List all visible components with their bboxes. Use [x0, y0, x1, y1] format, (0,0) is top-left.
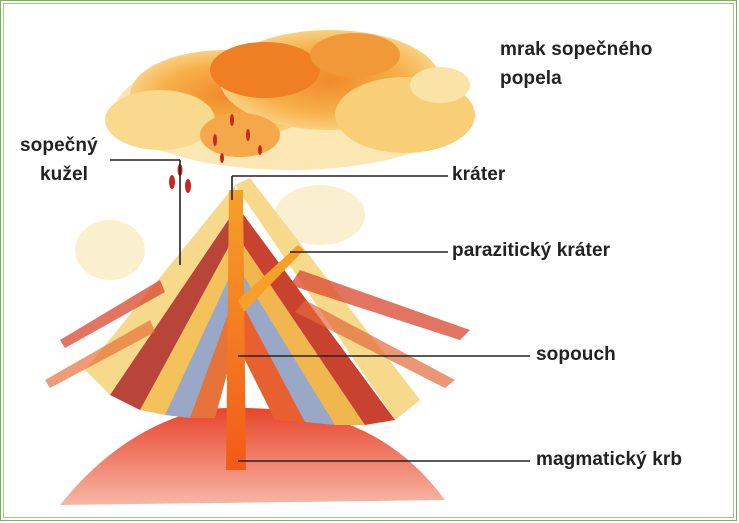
label-ash-cloud-2: popela [500, 67, 562, 90]
label-cone-2: kužel [40, 163, 88, 186]
volcano-cone [45, 178, 470, 425]
label-vent: sopouch [536, 343, 616, 366]
main-vent [226, 190, 246, 470]
side-smoke [75, 220, 145, 280]
label-parasitic-crater: parazitický kráter [452, 239, 610, 262]
label-ash-cloud-1: mrak sopečného [500, 38, 652, 61]
magma-chamber [60, 408, 445, 505]
label-magma-chamber: magmatický krb [536, 448, 682, 471]
label-crater: kráter [452, 163, 505, 186]
ash-cloud [105, 30, 475, 170]
label-cone-1: sopečný [20, 134, 98, 157]
